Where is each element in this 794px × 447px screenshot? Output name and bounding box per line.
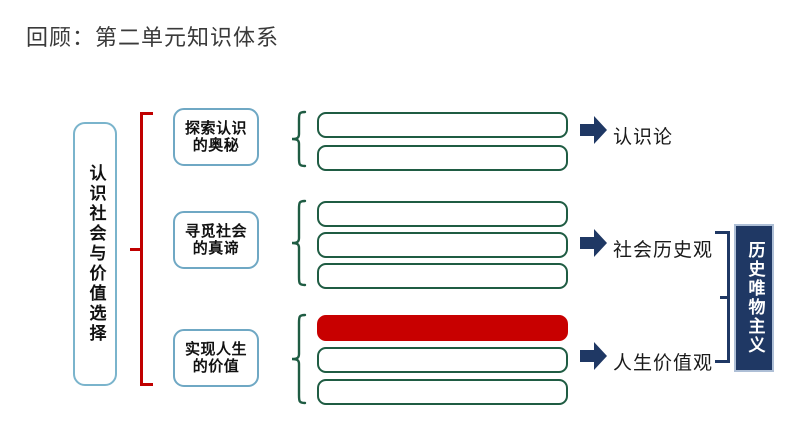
green-brace-group-1 (288, 110, 308, 168)
red-bracket-spine (140, 112, 143, 386)
knowledge-bar-3-2[interactable] (317, 347, 568, 373)
chapter-box-2-line2: 的真谛 (192, 239, 240, 257)
view-label-epistemology: 认识论 (613, 126, 674, 148)
view-label-life-values: 人生价值观 (613, 352, 714, 374)
knowledge-bar-1-2[interactable] (317, 145, 568, 171)
view-label-social-history: 社会历史观 (613, 239, 714, 261)
right-arrow-icon-1 (580, 116, 607, 144)
knowledge-bar-3-3[interactable] (317, 379, 568, 405)
master-unit-box[interactable]: 认识社会与价值选择 (73, 122, 117, 386)
knowledge-bar-3-1[interactable] (317, 315, 568, 341)
master-unit-label: 认识社会与价值选择 (85, 164, 106, 344)
red-bracket (130, 112, 153, 386)
chapter-box-3-line1: 实现人生 (184, 339, 247, 358)
chapter-box-1[interactable]: 探索认识 的奥秘 (173, 108, 259, 166)
chapter-box-3[interactable]: 实现人生 的价值 (173, 329, 259, 387)
navy-bracket-tick (720, 295, 730, 299)
page-title: 回顾：第二单元知识体系 (26, 26, 280, 51)
navy-bracket-top-arm (715, 231, 730, 234)
red-bracket-top-arm (140, 112, 153, 115)
green-brace-group-2 (288, 199, 308, 287)
chapter-box-2-line1: 寻觅社会 (184, 221, 247, 240)
right-arrow-icon-3 (580, 342, 607, 370)
right-arrow-icon-2 (580, 229, 607, 257)
knowledge-bar-2-1[interactable] (317, 201, 568, 227)
summary-label: 历史唯物主义 (744, 241, 765, 355)
navy-bracket-bottom-arm (715, 360, 730, 363)
chapter-box-1-line2: 的奥秘 (192, 136, 240, 154)
red-bracket-bottom-arm (140, 383, 153, 386)
red-bracket-tick (130, 247, 141, 251)
summary-box[interactable]: 历史唯物主义 (734, 224, 774, 372)
green-brace-group-3 (288, 313, 308, 405)
knowledge-bar-2-3[interactable] (317, 263, 568, 289)
chapter-box-1-line1: 探索认识 (184, 118, 247, 137)
knowledge-bar-1-1[interactable] (317, 112, 568, 138)
chapter-box-3-line2: 的价值 (192, 357, 240, 375)
navy-bracket (713, 231, 730, 363)
knowledge-bar-2-2[interactable] (317, 232, 568, 258)
chapter-box-2[interactable]: 寻觅社会 的真谛 (173, 211, 259, 269)
